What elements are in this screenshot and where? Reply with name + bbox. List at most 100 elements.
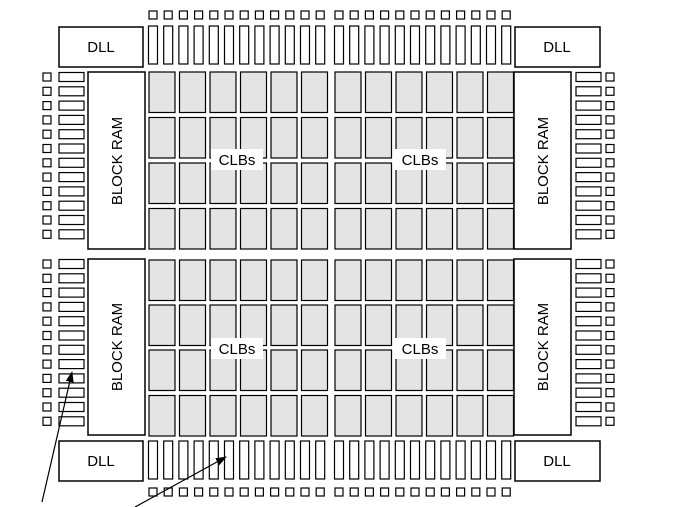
io-pad xyxy=(285,487,295,497)
io-pad-wide xyxy=(575,100,602,111)
io-pad-wide xyxy=(575,330,602,341)
io-pad-wide xyxy=(575,373,602,384)
clbs-label-bg-top-left xyxy=(211,149,263,170)
clb-cell xyxy=(239,394,268,437)
io-pad-wide xyxy=(58,200,85,211)
io-pad-tall xyxy=(193,25,204,65)
clb-cell xyxy=(300,207,329,250)
clb-cell xyxy=(178,349,207,392)
dll-label-bottom-right: DLL xyxy=(543,453,571,470)
clb-cell xyxy=(148,207,176,250)
clb-cell xyxy=(178,116,207,159)
io-pad-tall xyxy=(440,25,451,65)
clb-cell xyxy=(456,349,484,392)
io-pad xyxy=(209,10,219,20)
io-pad xyxy=(425,10,435,20)
clb-cell xyxy=(209,394,237,437)
io-pad-wide xyxy=(58,86,85,97)
io-pad-tall xyxy=(147,25,159,65)
clb-cell xyxy=(178,71,207,114)
io-pad xyxy=(42,302,52,312)
io-pad xyxy=(501,487,511,497)
io-pad xyxy=(456,487,466,497)
io-pad-tall xyxy=(284,25,295,65)
io-pad xyxy=(395,10,405,20)
clb-cell xyxy=(456,259,484,302)
io-pad xyxy=(42,388,52,398)
block-ram-top-left xyxy=(87,71,146,250)
io-pad xyxy=(148,487,158,497)
clb-cell xyxy=(364,349,393,392)
io-pad xyxy=(42,229,52,239)
clb-cell xyxy=(486,162,515,205)
io-pad xyxy=(42,359,52,369)
dll-box-bottom-right xyxy=(514,440,601,482)
io-pad-tall xyxy=(254,25,265,65)
io-pad xyxy=(224,10,234,20)
io-pad xyxy=(42,158,52,168)
io-pad xyxy=(42,201,52,211)
io-pad xyxy=(605,72,615,82)
clb-cell xyxy=(334,116,362,159)
io-pad xyxy=(42,416,52,426)
io-pad-tall xyxy=(178,25,189,65)
io-pad xyxy=(270,10,280,20)
clb-cell xyxy=(425,259,454,302)
io-pad xyxy=(42,273,52,283)
clb-cell xyxy=(178,207,207,250)
clb-cell xyxy=(334,71,362,114)
io-pad-wide xyxy=(58,71,85,83)
io-pad-tall xyxy=(440,440,451,480)
io-pad-wide xyxy=(58,344,85,355)
io-pad-tall xyxy=(315,25,326,65)
block-ram-label-top-right: BLOCK RAM xyxy=(535,117,552,205)
clb-cell xyxy=(486,207,515,250)
clbs-label-bg-bottom-right xyxy=(394,338,446,359)
clb-cell xyxy=(456,71,484,114)
io-pad-wide xyxy=(575,114,602,126)
io-pad xyxy=(605,115,615,125)
io-pad xyxy=(410,487,420,497)
io-pad-wide xyxy=(575,71,602,83)
io-pad-wide xyxy=(58,401,85,413)
io-pad xyxy=(605,215,615,225)
io-pad-wide xyxy=(575,229,602,240)
io-pad-tall xyxy=(409,440,421,480)
io-pad-wide xyxy=(575,401,602,413)
io-pad-tall xyxy=(193,440,204,480)
clb-cell xyxy=(148,394,176,437)
io-pad xyxy=(364,10,374,20)
clb-cell xyxy=(334,394,362,437)
io-pad xyxy=(440,487,450,497)
block-ram-bottom-left xyxy=(87,258,146,436)
clb-cell xyxy=(300,162,329,205)
clb-cell xyxy=(300,259,329,302)
io-pad-tall xyxy=(299,440,311,480)
io-pad xyxy=(148,10,158,20)
clb-cell xyxy=(209,259,237,302)
io-pad-tall xyxy=(269,440,280,480)
io-pad xyxy=(42,215,52,225)
io-pad xyxy=(380,10,390,20)
io-pad xyxy=(42,259,52,269)
clb-cell xyxy=(334,259,362,302)
io-pad xyxy=(300,10,310,20)
io-pad-tall xyxy=(364,25,375,65)
io-pad xyxy=(194,10,204,20)
clb-cell xyxy=(178,259,207,302)
clb-cell xyxy=(364,162,393,205)
clb-cell xyxy=(364,116,393,159)
io-pad xyxy=(605,158,615,168)
io-pad-wide xyxy=(575,316,602,327)
clbs-label-top-left: CLBs xyxy=(219,152,256,169)
io-pad-wide xyxy=(575,157,602,168)
io-pad xyxy=(42,143,52,154)
io-pad-wide xyxy=(58,114,85,126)
io-pad-wide xyxy=(58,172,85,183)
clb-cell xyxy=(364,71,393,114)
io-pad-wide xyxy=(58,214,85,226)
io-pad xyxy=(285,10,295,20)
clb-cell xyxy=(486,394,515,437)
clb-cell xyxy=(364,304,393,347)
